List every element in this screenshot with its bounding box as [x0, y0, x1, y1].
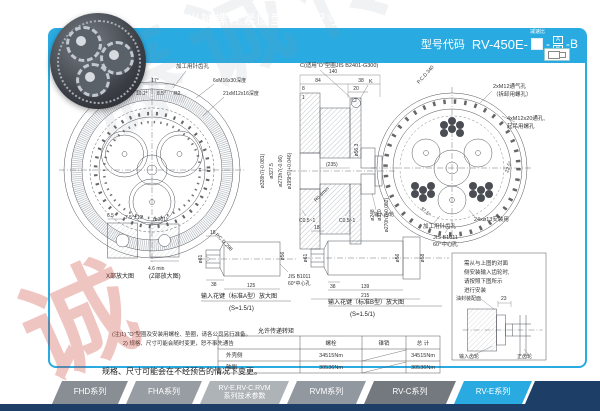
ratio-hint: 减速比 [529, 29, 545, 35]
tab-label: FHD系列 [73, 387, 107, 397]
tab-rvm-series[interactable]: RVM系列 [287, 381, 366, 404]
option-a-chip: A [552, 35, 563, 44]
gear-hub [85, 72, 95, 82]
tab-strip [0, 404, 600, 411]
dash: - [545, 37, 550, 51]
ratio-placeholder-box [530, 37, 543, 50]
tab-rv-e-series-active[interactable]: RV-E系列 [454, 381, 532, 404]
bottom-tab-bar: FHD系列 FHA系列 RV-E.RV-C.RVM 系列技术参数 RVM系列 R… [0, 381, 600, 411]
tab-fhd-series[interactable]: FHD系列 [52, 381, 128, 404]
page-title: RV-450E 输出轴螺栓紧固型外形尺寸图 [100, 12, 355, 27]
disclaimer-text: 规格、尺寸可能会在不经预告的情况下变更。 [102, 367, 262, 376]
gear-hub [109, 50, 119, 60]
tab-label: RV-E系列 [475, 387, 511, 397]
tab-label: RV-E.RV-C.RVM [218, 384, 271, 392]
tab-rv-c-series[interactable]: RV-C系列 [364, 381, 456, 404]
tab-label: RV-C系列 [392, 387, 428, 397]
tab-fha-series[interactable]: FHA系列 [126, 381, 202, 404]
tab-label: FHA系列 [148, 387, 180, 397]
ratio-box-wrap: 减速比 [530, 29, 545, 53]
gear-icon [66, 26, 102, 62]
tab-corner-filler [525, 381, 600, 404]
gearhead-diagram-icon [544, 48, 570, 61]
product-photo [50, 13, 146, 109]
tab-label: RVM系列 [309, 387, 344, 397]
model-code-prefix: RV-450E- [471, 36, 528, 52]
gear-hub [76, 36, 86, 46]
model-code-label: 型号代码 [420, 39, 465, 51]
tab-rv-tech-params[interactable]: RV-E.RV-C.RVM 系列技术参数 [200, 381, 289, 404]
tab-label: 系列技术参数 [223, 392, 266, 400]
model-suffix: -B [566, 37, 578, 51]
